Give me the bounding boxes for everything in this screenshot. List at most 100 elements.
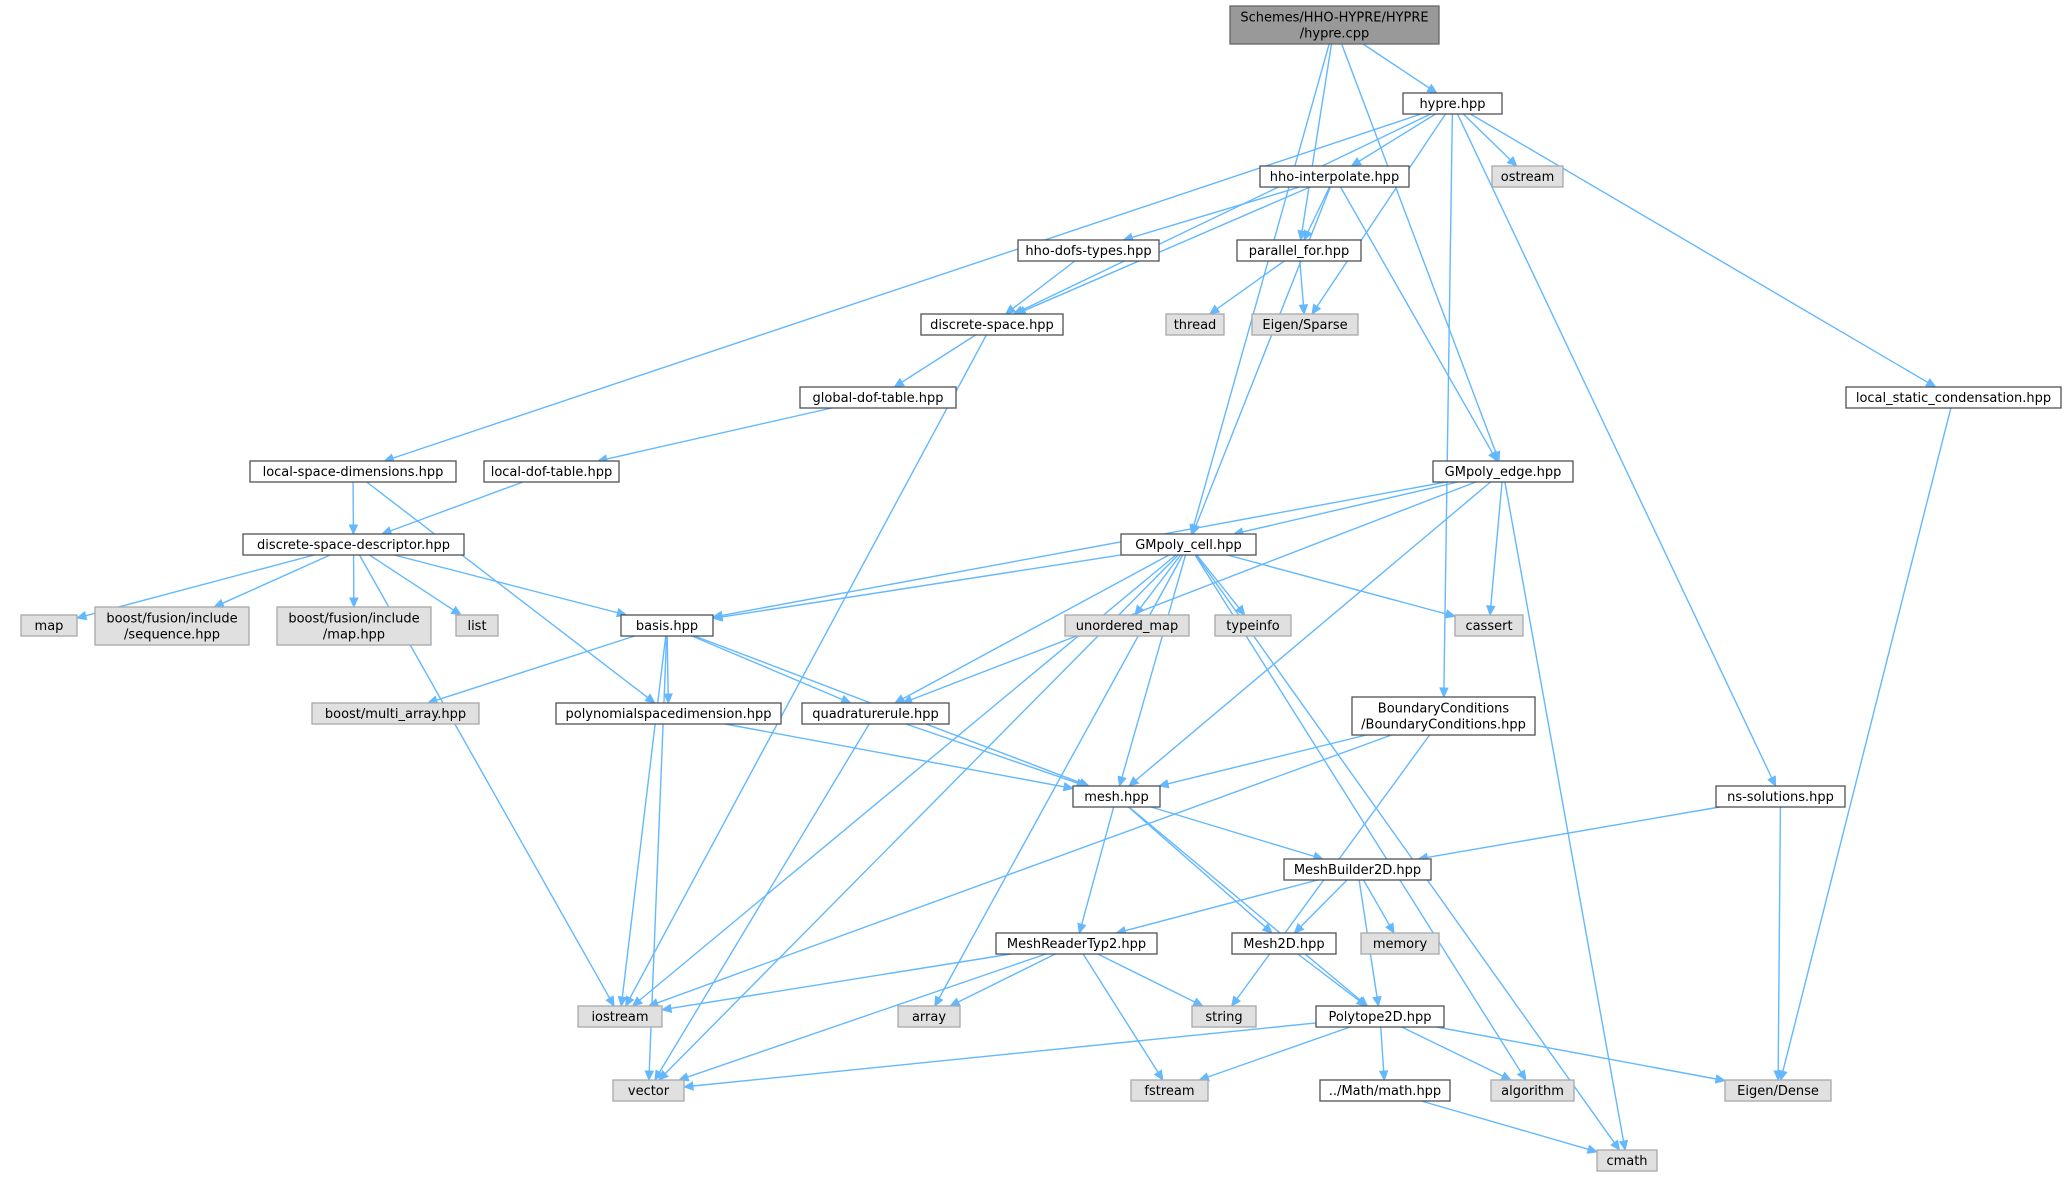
- edge-line: [390, 481, 524, 532]
- node-box: [311, 702, 480, 725]
- node-mesh2d[interactable]: Mesh2D.hpp: [1231, 932, 1337, 955]
- node-typeinfo: typeinfo: [1214, 614, 1292, 637]
- edge-line: [1227, 554, 1447, 615]
- node-thread: thread: [1165, 313, 1225, 336]
- node-label: ../Math/math.hpp: [1329, 1084, 1441, 1099]
- edge-arrowhead: [1378, 1070, 1389, 1082]
- node-box: [276, 606, 432, 646]
- node-unordered_map: unordered_map: [1064, 614, 1190, 637]
- node-label: string: [1205, 1010, 1242, 1025]
- node-quadraturerule[interactable]: quadraturerule.hpp: [801, 702, 950, 725]
- node-gmpoly_edge[interactable]: GMpoly_edge.hpp: [1432, 460, 1574, 483]
- edge-line: [1443, 113, 1454, 689]
- edge-arrowhead: [682, 1081, 694, 1091]
- node-label: mesh.hpp: [1084, 790, 1149, 805]
- node-local_dof_table[interactable]: local-dof-table.hpp: [483, 460, 620, 483]
- node-boundary_conditions[interactable]: BoundaryConditions/BoundaryConditions.hp…: [1351, 696, 1536, 736]
- edge-arrowhead: [1444, 609, 1457, 619]
- edge-line: [1307, 186, 1331, 233]
- node-box: [94, 606, 250, 646]
- edge-line: [901, 334, 976, 383]
- node-box: [1064, 614, 1190, 637]
- edge-line: [85, 554, 315, 617]
- edge-hypre_hpp-to-hho_interpolate: [1350, 113, 1436, 167]
- node-box: [1491, 165, 1564, 188]
- node-gmpoly_cell[interactable]: GMpoly_cell.hpp: [1120, 533, 1257, 556]
- edge-line: [606, 407, 832, 460]
- node-box: [1130, 1079, 1209, 1102]
- node-discrete_space_descriptor[interactable]: discrete-space-descriptor.hpp: [242, 533, 465, 556]
- node-meshbuilder2d[interactable]: MeshBuilder2D.hpp: [1283, 858, 1432, 881]
- node-global_dof_table[interactable]: global-dof-table.hpp: [799, 386, 957, 409]
- node-local_static_condensation[interactable]: local_static_condensation.hpp: [1845, 386, 2062, 409]
- edge-gmpoly_edge-to-cmath: [1504, 481, 1629, 1152]
- edge-parallel_for-to-thread: [1208, 260, 1285, 315]
- edge-local_space_dimensions-to-polynomialspacedimension: [366, 481, 656, 704]
- node-polytope2d[interactable]: Polytope2D.hpp: [1315, 1005, 1445, 1028]
- edge-arrowhead: [893, 377, 905, 388]
- edge-line: [1782, 407, 1952, 1072]
- edge-parallel_for-to-eigen_sparse: [1298, 260, 1309, 316]
- node-meshreadertyp2[interactable]: MeshReaderTyp2.hpp: [995, 932, 1158, 955]
- node-mesh[interactable]: mesh.hpp: [1072, 785, 1161, 808]
- node-hho_interpolate[interactable]: hho-interpolate.hpp: [1259, 165, 1410, 188]
- edge-arrowhead: [1157, 779, 1170, 789]
- node-box: [799, 386, 957, 409]
- edge-line: [1470, 113, 1929, 384]
- node-polynomialspacedimension[interactable]: polynomialspacedimension.hpp: [555, 702, 782, 725]
- edge-meshreadertyp2-to-string: [1097, 953, 1204, 1007]
- edge-arrowhead: [1500, 1071, 1512, 1081]
- edge-arrowhead: [617, 995, 628, 1008]
- node-label: boost/fusion/include: [288, 612, 419, 627]
- node-basis[interactable]: basis.hpp: [620, 614, 714, 637]
- node-box: [1072, 785, 1161, 808]
- node-boost_multi_array: boost/multi_array.hpp: [311, 702, 480, 725]
- edge-gmpoly_edge-to-gmpoly_cell: [1232, 481, 1458, 537]
- node-box: [1351, 696, 1536, 736]
- edge-gmpoly_edge-to-cassert: [1486, 481, 1503, 617]
- node-hypre_cpp[interactable]: Schemes/HHO-HYPRE/HYPRE/hypre.cpp: [1229, 5, 1440, 45]
- edge-arrowhead: [1128, 776, 1140, 787]
- edge-arrowhead: [631, 996, 644, 1007]
- node-eigen_dense: Eigen/Dense: [1724, 1079, 1832, 1102]
- node-list: list: [455, 614, 499, 637]
- edge-line: [1297, 953, 1360, 1002]
- edge-arrowhead: [1486, 605, 1496, 617]
- edges-layer: [75, 43, 1952, 1154]
- node-label: polynomialspacedimension.hpp: [566, 707, 772, 722]
- edge-hypre_hpp-to-ns_solutions: [1456, 113, 1777, 788]
- node-box: [483, 460, 620, 483]
- node-label: boost/fusion/include: [106, 612, 237, 627]
- node-fstream: fstream: [1130, 1079, 1209, 1102]
- node-discrete_space[interactable]: discrete-space.hpp: [920, 313, 1064, 336]
- node-math[interactable]: ../Math/math.hpp: [1319, 1079, 1451, 1102]
- node-hypre_hpp[interactable]: hypre.hpp: [1402, 92, 1503, 115]
- edge-gmpoly_cell-to-basis: [711, 554, 1122, 622]
- edge-meshbuilder2d-to-meshreadertyp2: [1115, 879, 1318, 936]
- node-label: MeshBuilder2D.hpp: [1294, 863, 1421, 878]
- edge-line: [1316, 113, 1447, 307]
- node-label: hho-dofs-types.hpp: [1025, 244, 1151, 259]
- edge-line: [1362, 43, 1430, 89]
- edge-line: [658, 723, 870, 1073]
- node-parallel_for[interactable]: parallel_for.hpp: [1236, 239, 1362, 262]
- edge-gmpoly_cell-to-mesh: [1117, 554, 1187, 788]
- edge-line: [957, 953, 1056, 1003]
- edge-line: [1194, 554, 1522, 1073]
- edge-discrete_space_descriptor-to-boost_sequence: [213, 554, 331, 608]
- edge-arrowhead: [1234, 604, 1246, 616]
- node-ns_solutions[interactable]: ns-solutions.hpp: [1715, 785, 1846, 808]
- edge-line: [666, 635, 669, 695]
- node-box: [1315, 1005, 1445, 1028]
- node-iostream: iostream: [577, 1005, 663, 1028]
- node-ostream: ostream: [1491, 165, 1564, 188]
- edge-line: [1301, 43, 1333, 232]
- node-local_space_dimensions[interactable]: local-space-dimensions.hpp: [249, 460, 457, 483]
- edge-gmpoly_cell-to-unordered_map: [1134, 554, 1182, 616]
- edge-line: [436, 635, 635, 701]
- node-vector: vector: [612, 1079, 685, 1102]
- edge-arrowhead: [644, 1070, 655, 1082]
- node-hho_dofs_types[interactable]: hho-dofs-types.hpp: [1017, 239, 1160, 262]
- edge-gmpoly_cell-to-typeinfo: [1196, 554, 1246, 616]
- edge-discrete_space_descriptor-to-boost_map: [349, 554, 359, 609]
